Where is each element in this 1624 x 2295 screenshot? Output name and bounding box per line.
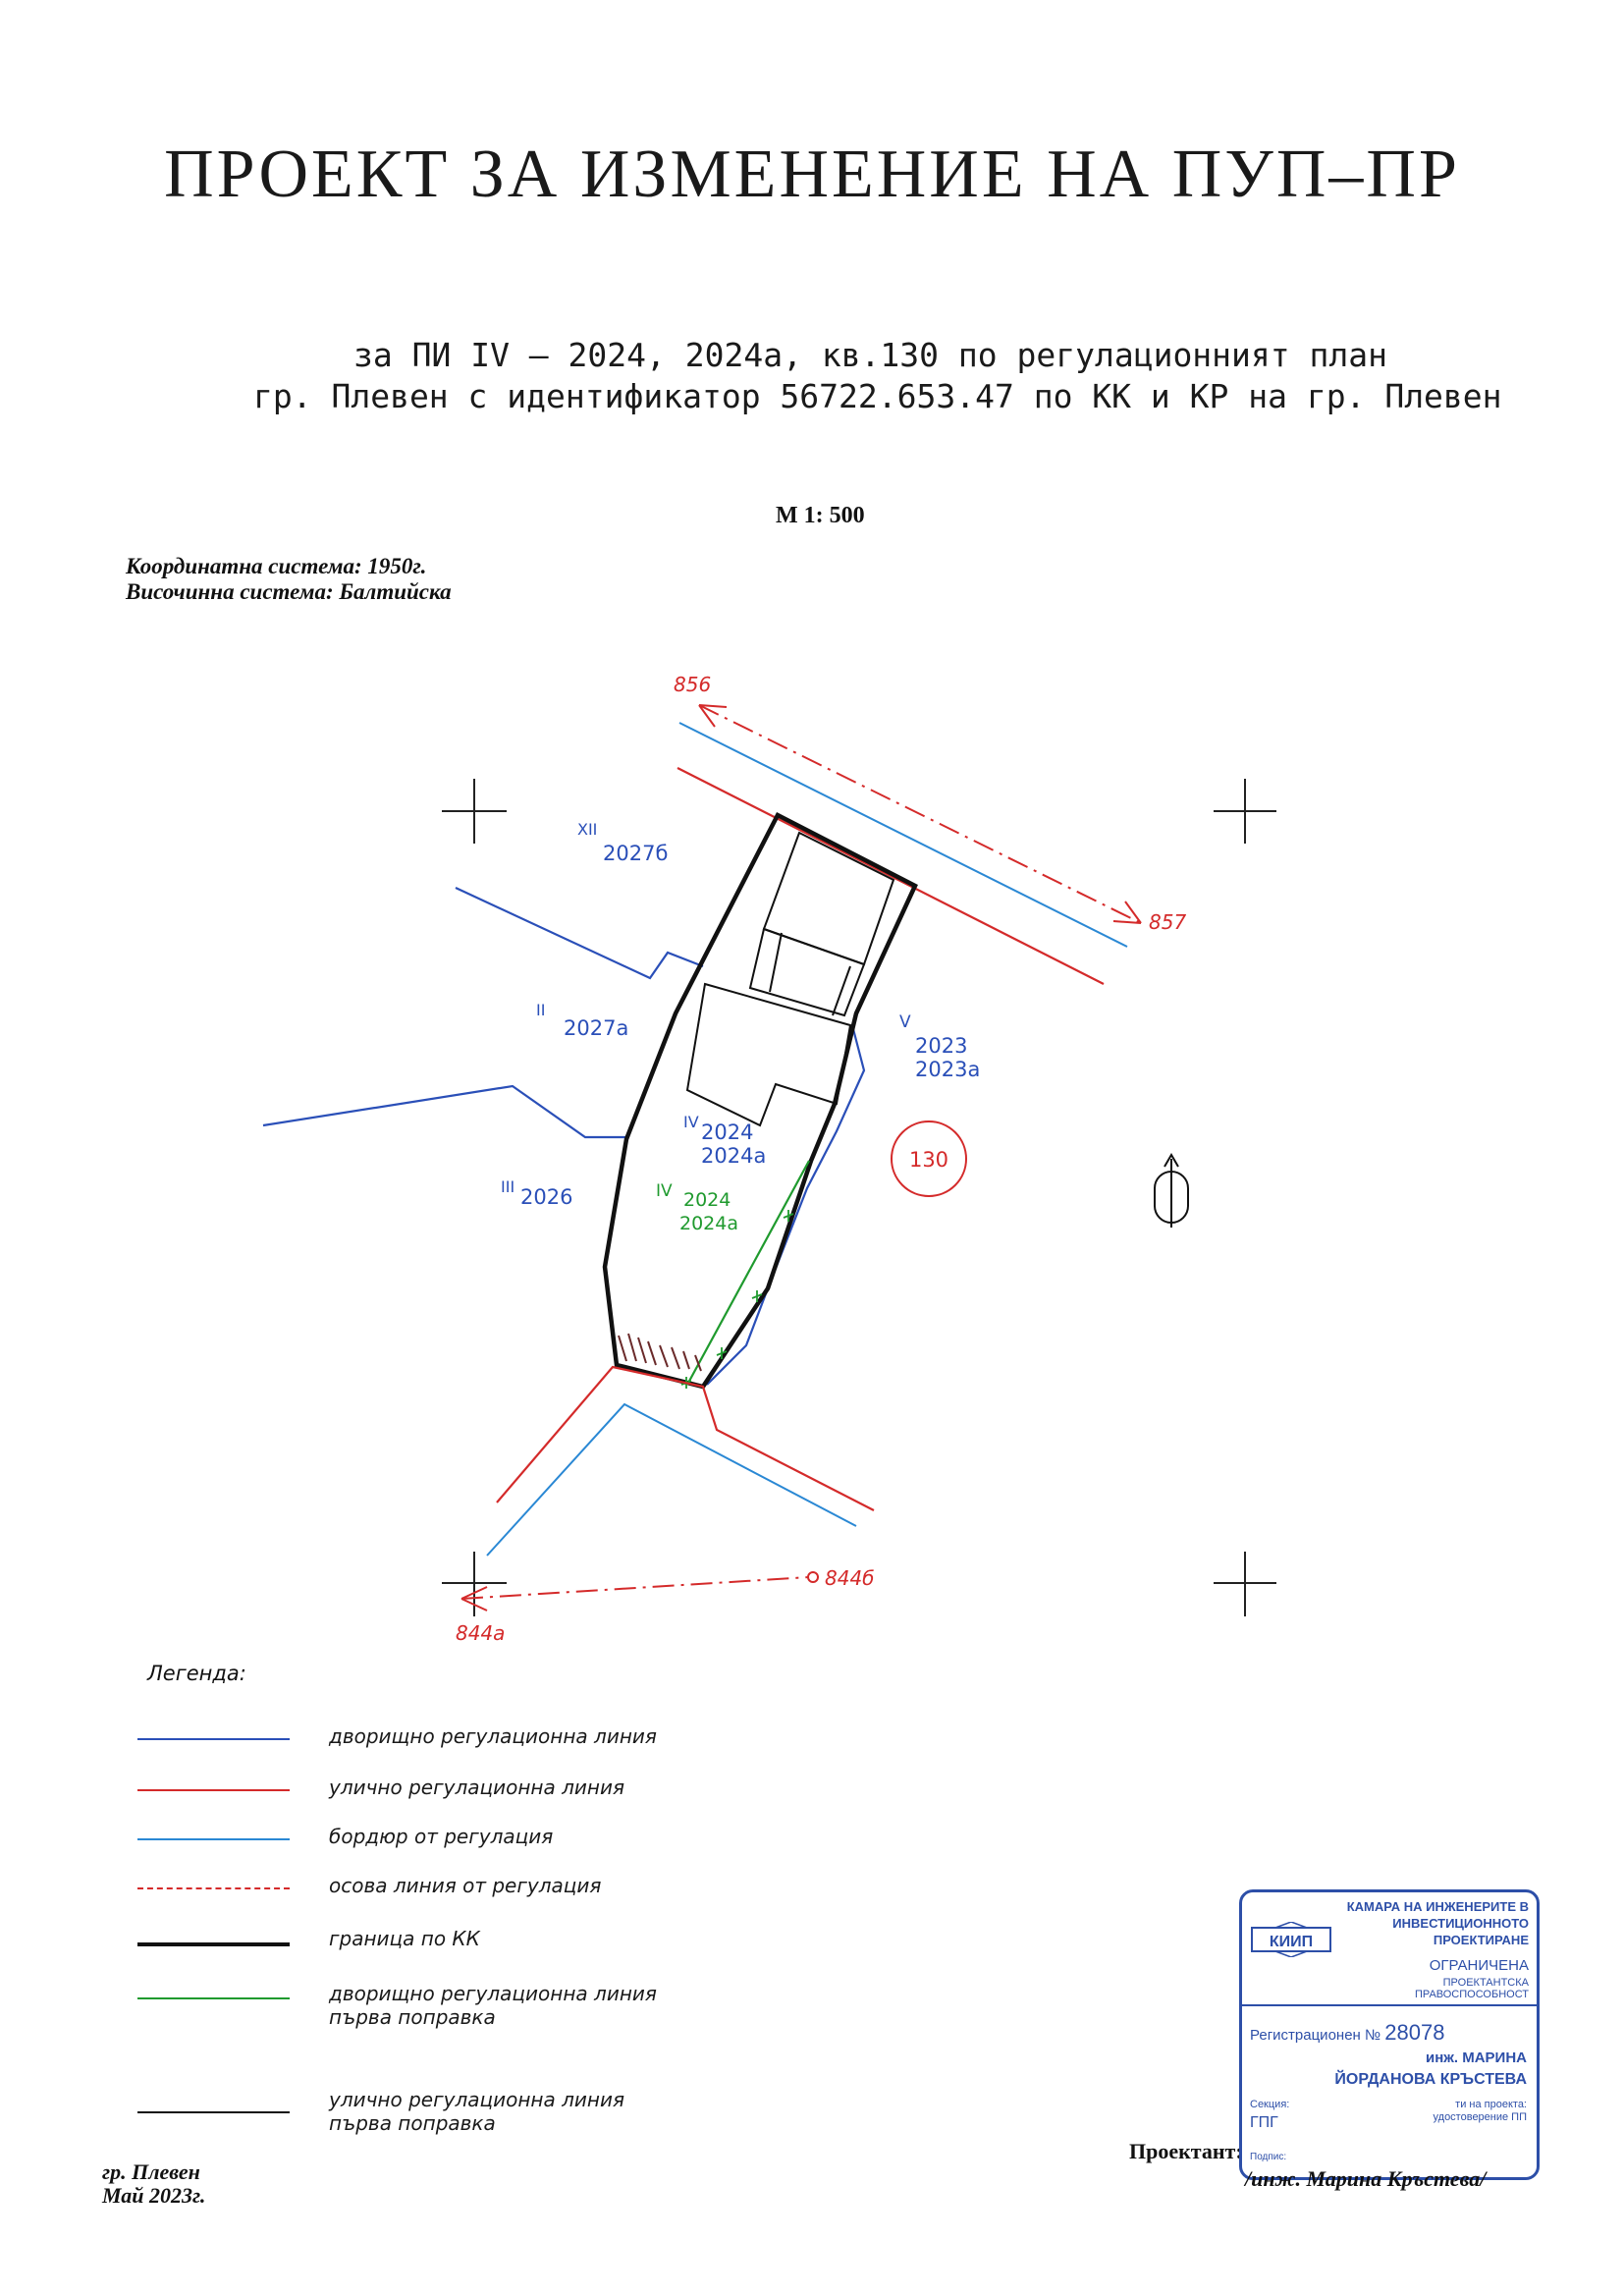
plot-iv-number: IV: [683, 1113, 699, 1131]
logo-text: КИИП: [1270, 1934, 1313, 1950]
courtyard-correction-line: [680, 1160, 810, 1389]
legend-swatch-axis: [137, 1887, 290, 1889]
building-1: [762, 831, 895, 966]
place-and-date: гр. Плевен Май 2023г.: [102, 2160, 205, 2208]
legend-swatch-courtyard: [137, 1738, 290, 1740]
plot-ii-number: II: [536, 1001, 545, 1019]
legend-item-axis: осова линия от регулация: [329, 1874, 602, 1897]
curb-line-bottom: [486, 1402, 857, 1557]
stamp-organization: КАМАРА НА ИНЖЕНЕРИТЕ В ИНВЕСТИЦИОННОТО П…: [1346, 1899, 1529, 1947]
map-scale: М 1: 500: [776, 503, 865, 528]
legend-item-cadastre: граница по КК: [329, 1927, 480, 1950]
designer-name: /инж. Марина Кръстева/: [1245, 2166, 1487, 2191]
coordinate-system: Координатна система: 1950г.: [126, 554, 427, 578]
point-label-844a: 844а: [456, 1621, 505, 1645]
place: гр. Плевен: [102, 2159, 200, 2184]
plot-v-id-1: 2023: [915, 1034, 967, 1058]
cadastre-boundary: [602, 811, 918, 1390]
courtyard-regulation-lines: [262, 887, 866, 1386]
stamp-registration: Регистрационен № 28078: [1250, 2020, 1444, 2046]
stamp-name-line-1: инж. МАРИНА: [1425, 2049, 1527, 2066]
stamp-name-line-2: ЙОРДАНОВА КРЪСТЕВА: [1334, 2071, 1527, 2088]
plot-ii-id: 2027а: [564, 1016, 628, 1040]
curb-line-top: [678, 722, 1128, 948]
plot-v-number: V: [899, 1012, 911, 1032]
plot-iv-id-1: 2024: [701, 1120, 753, 1144]
point-label-844b: 844б: [825, 1566, 875, 1590]
plot-iv-correction-id-2: 2024а: [679, 1213, 738, 1234]
stamp-right-text: ти на проекта: удостоверение ПП: [1433, 2099, 1527, 2123]
legend-item-courtyard: дворищно регулационна линия: [329, 1724, 657, 1748]
subtitle-line-2: гр. Плевен с идентификатор 56722.653.47 …: [253, 377, 1502, 415]
legend-swatch-street: [137, 1789, 290, 1791]
designer-label: Проектант:: [1129, 2139, 1243, 2163]
point-label-857: 857: [1149, 910, 1186, 934]
registration-cross-top-right: [1214, 779, 1276, 844]
legend-title: Легенда:: [147, 1662, 246, 1685]
block-circle: [891, 1120, 967, 1197]
plot-v-id-2: 2023а: [915, 1058, 980, 1081]
plot-iv-correction-id-1: 2024: [683, 1189, 731, 1211]
stamp-reg-label: Регистрационен №: [1250, 2027, 1381, 2044]
registration-cross-bottom-right: [1214, 1552, 1276, 1616]
stamp-reg-number: 28078: [1384, 2020, 1445, 2045]
date: Май 2023г.: [102, 2183, 206, 2208]
plot-iv-id-2: 2024а: [701, 1144, 766, 1168]
engineer-stamp: КИИП КАМАРА НА ИНЖЕНЕРИТЕ В ИНВЕСТИЦИОНН…: [1239, 1889, 1540, 2180]
boundary-hatch: [618, 1333, 702, 1372]
registration-crosses: [442, 779, 1276, 1616]
legend-item-courtyard-correction: дворищно регулационна линия първа поправ…: [329, 1982, 657, 2029]
street-regulation-line-top: [677, 767, 1105, 985]
plot-iii-id: 2026: [520, 1185, 572, 1209]
plot-xii-number: XII: [577, 820, 597, 839]
buildings: [685, 831, 895, 1127]
point-label-856: 856: [674, 673, 711, 696]
street-regulation-line-bottom: [496, 1365, 875, 1511]
registration-cross-bottom-left: [442, 1552, 507, 1616]
kiip-logo-icon: КИИП: [1250, 1921, 1332, 1958]
building-3: [685, 982, 852, 1127]
stamp-section-label: Секция:: [1250, 2099, 1290, 2110]
legend-swatch-street-correction: [137, 2111, 290, 2113]
legend-swatch-cadastre: [137, 1942, 290, 1946]
axis-line-top: [698, 704, 1142, 924]
registration-cross-top-left: [442, 779, 507, 844]
height-system: Височинна система: Балтийска: [126, 579, 452, 604]
stamp-limited: ОГРАНИЧЕНА: [1429, 1957, 1529, 1974]
building-2: [748, 927, 866, 1017]
legend-item-curb: бордюр от регулация: [329, 1825, 554, 1848]
legend-swatch-courtyard-correction: [137, 1997, 290, 1999]
subtitle-line-1: за ПИ IV – 2024, 2024а, кв.130 по регула…: [353, 336, 1387, 374]
stamp-capacity: ПРОЕКТАНТСКА ПРАВОСПОСОБНОСТ: [1414, 1977, 1529, 2000]
stamp-section-value: ГПГ: [1250, 2114, 1278, 2131]
plot-iv-correction-number: IV: [656, 1181, 673, 1201]
plot-iii-number: III: [501, 1177, 514, 1196]
axis-line-bottom: [460, 1571, 819, 1612]
north-arrow-icon: [1154, 1153, 1189, 1228]
page-title: ПРОЕКТ ЗА ИЗМЕНЕНИЕ НА ПУП–ПР: [164, 137, 1460, 212]
stamp-header: КИИП КАМАРА НА ИНЖЕНЕРИТЕ В ИНВЕСТИЦИОНН…: [1242, 1892, 1537, 2006]
block-number: 130: [909, 1148, 948, 1172]
plot-xii-id: 2027б: [603, 842, 668, 865]
stamp-signature-label: Подпис:: [1250, 2152, 1287, 2162]
legend-swatch-curb: [137, 1838, 290, 1840]
legend-item-street-correction: улично регулационна линия първа поправка: [329, 2088, 624, 2135]
legend-item-street: улично регулационна линия: [329, 1776, 624, 1799]
